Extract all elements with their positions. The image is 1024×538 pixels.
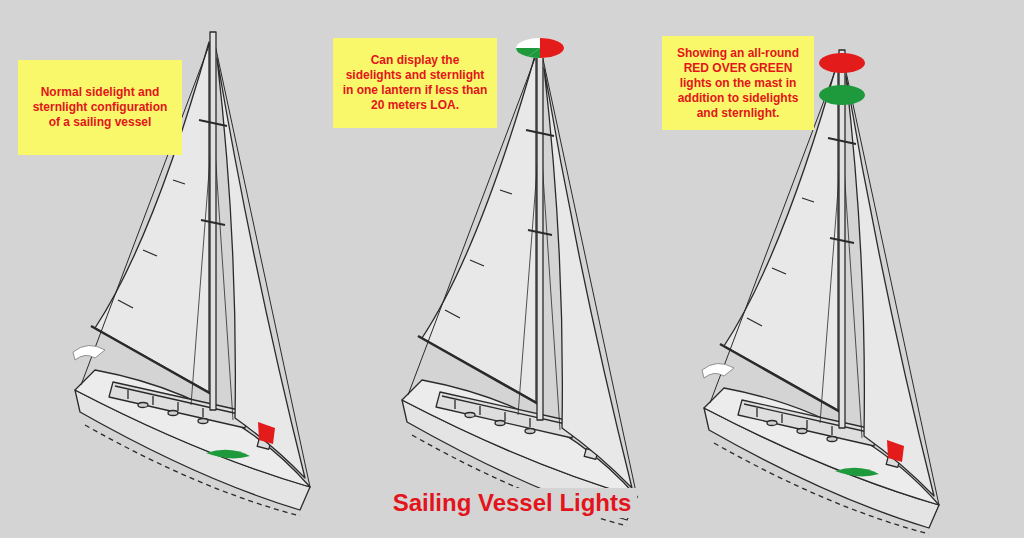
starboard-sidelight [835, 468, 879, 477]
callout-text: Normal sidelight and sternlight configur… [26, 85, 174, 130]
callout-box: Normal sidelight and sternlight configur… [18, 60, 182, 155]
all-round-green-light [819, 85, 865, 105]
title-area: Sailing Vessel Lights [0, 488, 1024, 518]
callout-box: Can display the sidelights and sternligh… [333, 38, 497, 128]
starboard-sidelight [206, 450, 250, 459]
port-sidelight [887, 440, 904, 462]
sternlight [702, 363, 734, 378]
diagram-title: Sailing Vessel Lights [387, 488, 638, 518]
masthead-tricolor [516, 38, 564, 58]
sternlight [73, 345, 105, 360]
callout-text: Showing an all-round RED OVER GREEN ligh… [670, 46, 806, 121]
port-sidelight [258, 422, 275, 444]
all-round-red-light [819, 53, 865, 73]
callout-text: Can display the sidelights and sternligh… [341, 53, 489, 113]
callout-box: Showing an all-round RED OVER GREEN ligh… [662, 36, 814, 130]
